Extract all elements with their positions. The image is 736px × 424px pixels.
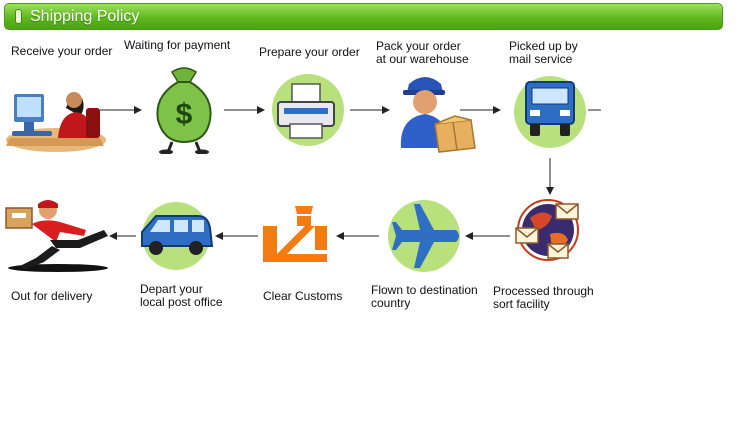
step-label-customs: Clear Customs bbox=[263, 289, 343, 303]
header-tab-icon bbox=[15, 9, 22, 24]
money-bag-icon: $ bbox=[156, 67, 212, 154]
car-icon bbox=[141, 202, 214, 270]
svg-text:$: $ bbox=[176, 98, 193, 131]
printer-icon bbox=[272, 74, 344, 146]
delivery-runner-icon bbox=[5, 200, 108, 272]
mail-globe-icon bbox=[515, 199, 579, 261]
step-label-payment: Waiting for payment bbox=[124, 38, 231, 52]
section-title: Shipping Policy bbox=[30, 8, 140, 25]
warehouse-worker-icon bbox=[400, 77, 476, 153]
computer-operator-icon bbox=[6, 92, 106, 152]
mail-truck-icon bbox=[514, 76, 586, 148]
airplane-icon bbox=[388, 200, 460, 272]
step-label-delivery: Out for delivery bbox=[11, 289, 93, 303]
step-label-prepare: Prepare your order bbox=[259, 45, 360, 59]
section-header: Shipping Policy bbox=[4, 3, 723, 30]
step-label-receive: Receive your order bbox=[11, 44, 113, 58]
customs-officer-icon bbox=[263, 206, 327, 262]
